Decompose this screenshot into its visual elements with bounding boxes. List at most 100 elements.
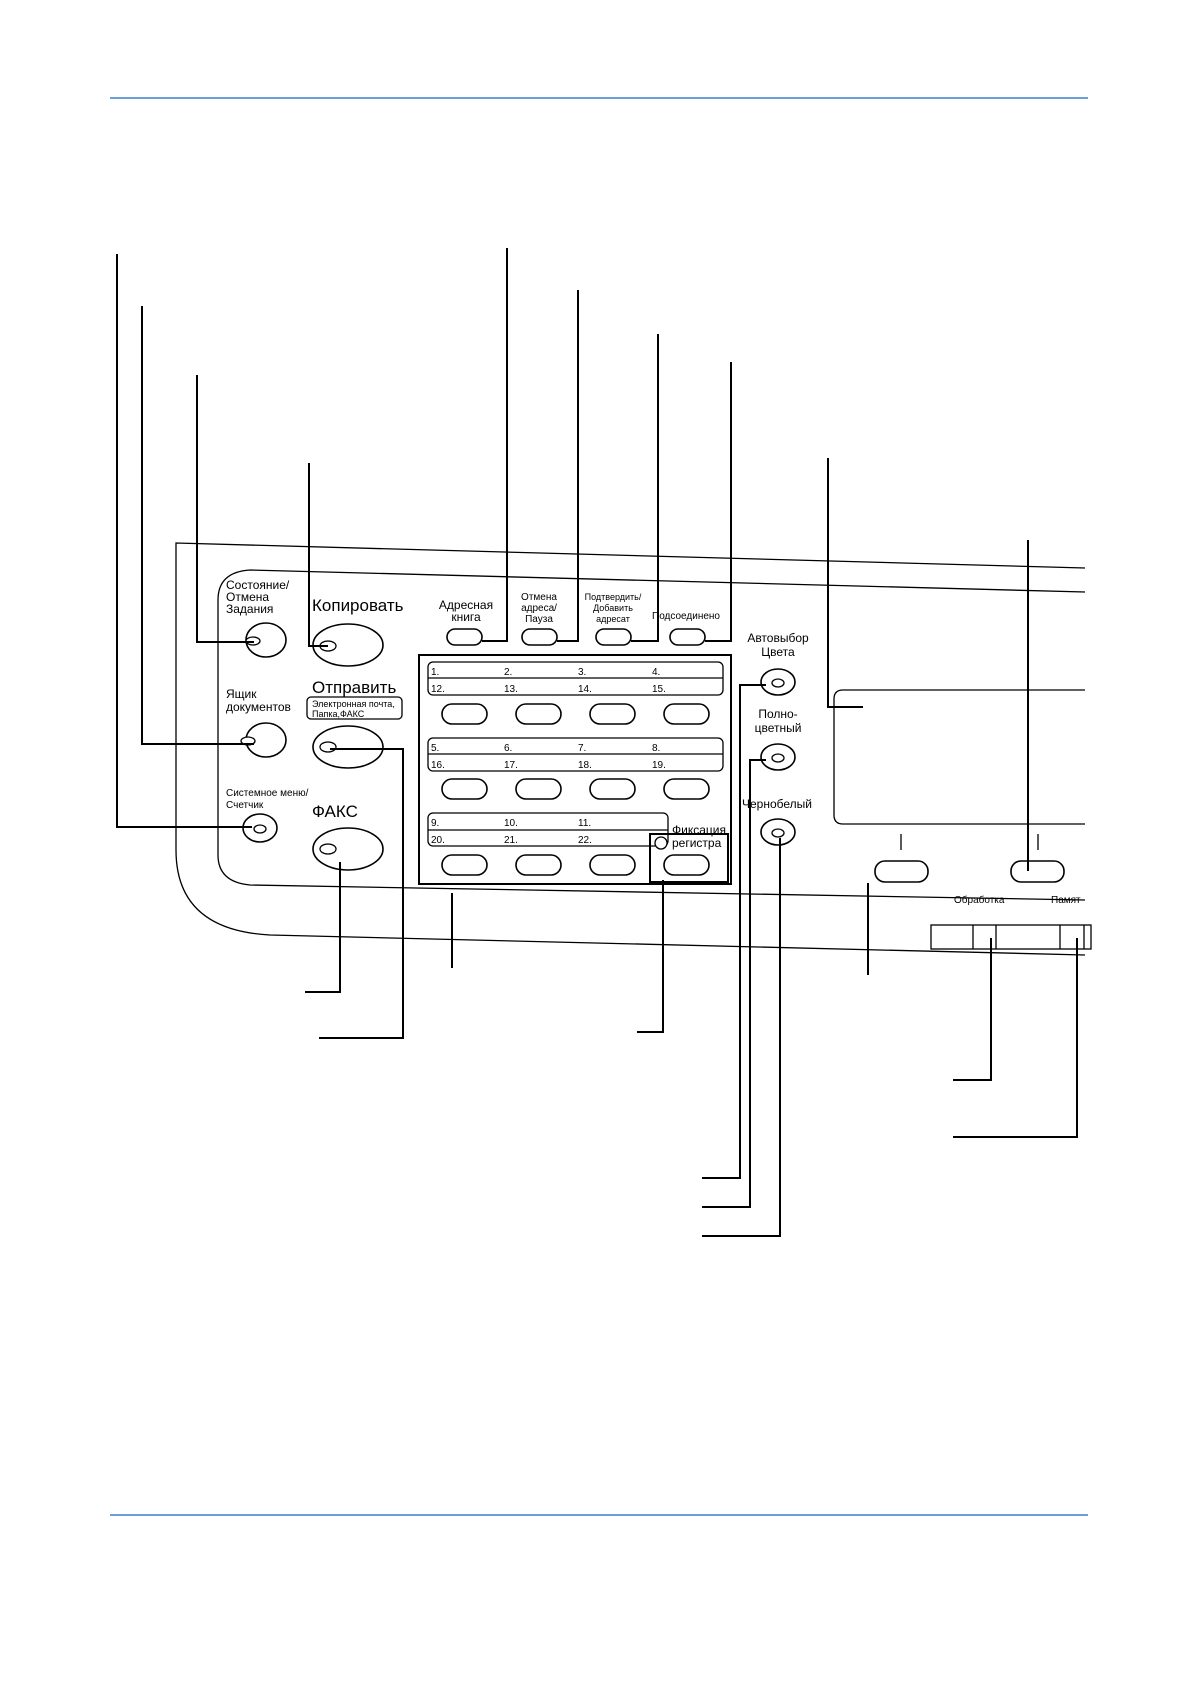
black-white-label: Чернобелый [742,797,812,811]
address-book-button[interactable] [446,628,483,646]
leader-system-menu [116,254,252,828]
one-touch-number: 3. [578,667,586,678]
leader-send [319,748,404,1039]
shift-lock-box [649,833,729,883]
one-touch-key-3[interactable] [589,703,636,725]
one-touch-number: 10. [504,818,518,829]
one-touch-number: 13. [504,684,518,695]
leader-copy [308,463,328,647]
one-touch-key-2[interactable] [515,703,562,725]
cancel-address-pause-label: Пауза [525,614,553,625]
one-touch-key-11[interactable] [589,854,636,876]
cancel-address-pause-button[interactable] [521,628,558,646]
leader-address-book [482,248,508,642]
send-sub-label: Электронная почта, [312,699,395,709]
one-touch-number: 20. [431,835,445,846]
one-touch-key-7[interactable] [589,778,636,800]
one-touch-number: 8. [652,743,660,754]
indicator-strip [930,924,1092,950]
leader-shift-lock [637,880,664,1033]
one-touch-number: 4. [652,667,660,678]
shift-lock-indicator [654,836,668,850]
leader-memory [953,938,1078,1138]
send-sub-label-frame [306,696,403,720]
leader-on-hook [705,362,732,642]
shift-lock-button[interactable] [663,854,710,876]
one-touch-key-1[interactable] [441,703,488,725]
full-color-label: Полно- [758,707,797,721]
address-book-label: книга [451,610,481,624]
fax-indicator [319,843,337,855]
auto-color-label: Автовыбор [747,631,809,645]
one-touch-number: 15. [652,684,666,695]
send-sub-label: Папка,ФАКС [312,709,365,719]
confirm-add-recipient-label: Подтвердить/ [585,592,642,602]
one-touch-number: 6. [504,743,512,754]
display-screen [833,689,1085,825]
fax-label: ФАКС [312,802,358,821]
one-touch-number: 2. [504,667,512,678]
system-menu-counter-label: Счетчик [226,800,264,811]
one-touch-key-group [418,654,732,885]
document-box-label: документов [226,700,291,714]
send-indicator [319,741,337,753]
one-touch-number: 12. [431,684,445,695]
status-cancel-label: Отмена [226,590,269,604]
fax-button[interactable] [312,827,384,871]
soft-key-left[interactable] [874,860,929,883]
leader-auto-color [702,684,766,1179]
address-book-label: Адресная [439,598,493,612]
one-touch-key-4[interactable] [663,703,710,725]
system-menu-counter-label: Системное меню/ [226,788,309,799]
confirm-add-recipient-button[interactable] [595,628,632,646]
send-button[interactable] [312,725,384,769]
confirm-add-recipient-label: адресат [596,614,630,624]
confirm-add-recipient-label: Добавить [593,603,633,613]
leader-confirm-add [631,334,659,642]
leader-status-cancel [196,375,254,643]
cancel-address-pause-label: Отмена [521,592,557,603]
memory-label: Памят [1051,895,1081,906]
leader-document-box [141,306,254,745]
one-touch-number: 19. [652,760,666,771]
leader-black-white [702,838,781,1237]
one-touch-number: 7. [578,743,586,754]
one-touch-number: 21. [504,835,518,846]
send-label: Отправить [312,678,396,697]
one-touch-key-10[interactable] [515,854,562,876]
system-menu-counter-indicator [253,824,267,834]
status-cancel-label: Состояние/ [226,578,290,592]
one-touch-number: 17. [504,760,518,771]
shift-lock-label: Фиксация [672,823,726,837]
full-color-indicator [771,753,785,763]
shift-lock-label: регистра [672,836,722,850]
one-touch-key-6[interactable] [515,778,562,800]
soft-key-right[interactable] [1010,860,1065,883]
on-hook-label: Подсоединено [652,611,720,622]
one-touch-number: 22. [578,835,592,846]
leader-display [827,458,863,708]
leader-fax [305,862,341,993]
on-hook-button[interactable] [669,628,706,646]
document-box-label: Ящик [226,687,257,701]
one-touch-number: 14. [578,684,592,695]
one-touch-number: 5. [431,743,439,754]
one-touch-key-5[interactable] [441,778,488,800]
one-touch-key-9[interactable] [441,854,488,876]
leader-full-color [702,759,766,1208]
panel-inner-outline [217,569,1086,901]
one-touch-number: 18. [578,760,592,771]
leader-cancel-address [557,290,579,642]
black-white-indicator [771,828,785,838]
status-cancel-label: Задания [226,602,273,616]
processing-label: Обработка [954,894,1005,906]
one-touch-key-8[interactable] [663,778,710,800]
one-touch-number: 9. [431,818,439,829]
auto-color-indicator [771,678,785,688]
copy-label: Копировать [312,596,404,615]
auto-color-label: Цвета [761,645,795,659]
one-touch-number: 11. [578,818,591,829]
cancel-address-pause-label: адреса/ [521,603,557,614]
panel-outer-outline [175,542,1086,956]
